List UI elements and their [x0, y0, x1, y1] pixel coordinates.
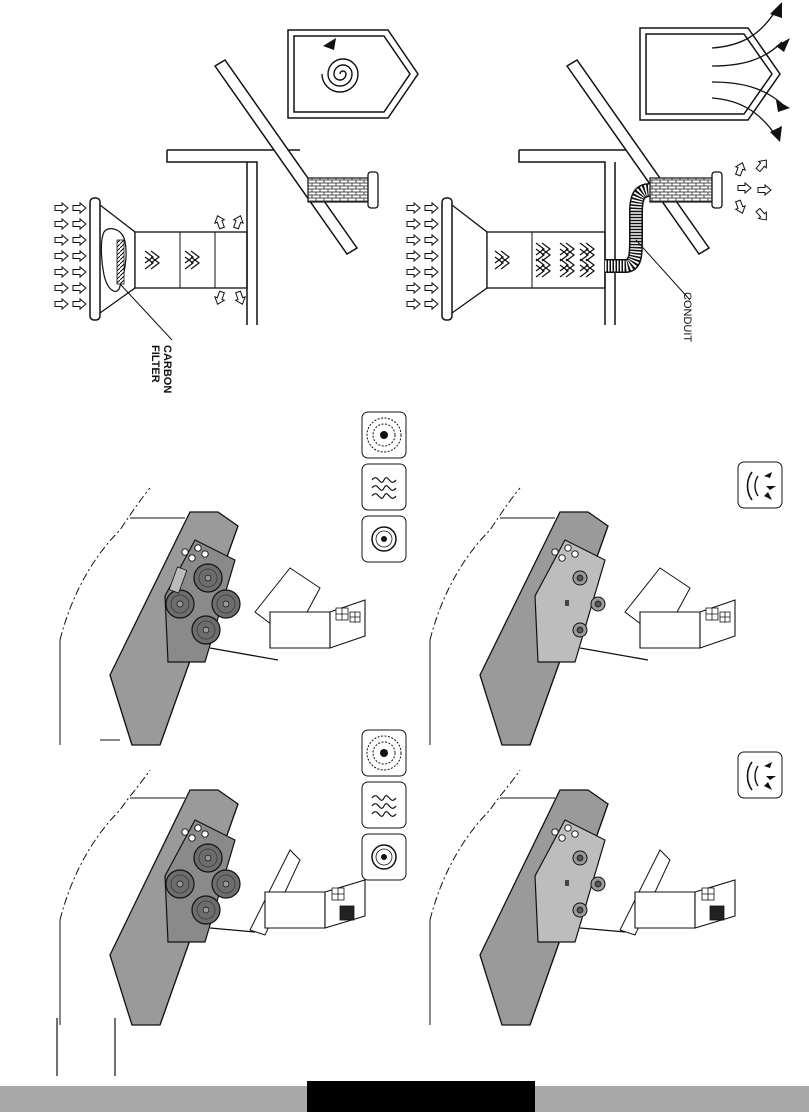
- wall-vent-duct: [650, 178, 714, 202]
- gas-burner-icon: [738, 752, 782, 798]
- electric-hob-icons-1: [362, 412, 406, 562]
- svg-text:CARBON: CARBON: [161, 345, 173, 393]
- hotplate-icon: [362, 516, 406, 562]
- extraction-mode-diagram: CONDUIT: [407, 2, 790, 342]
- wall-vent-duct: [308, 178, 370, 202]
- hotplate-icon: [362, 834, 406, 880]
- exhaust-airflow-arrows: [733, 157, 771, 223]
- hood-chimney: [135, 232, 247, 288]
- power-socket: [255, 568, 365, 648]
- power-socket: [620, 850, 735, 935]
- conduit-label: CONDUIT: [681, 292, 693, 342]
- heating-element-icon: [362, 782, 406, 828]
- footer-block: [307, 1081, 535, 1112]
- svg-text:CONDUIT: CONDUIT: [681, 292, 693, 342]
- fan-icon: [362, 730, 406, 776]
- filter-mode-diagram: CARBON FILTER: [55, 30, 418, 393]
- fan-icon: [362, 412, 406, 458]
- extraction-mode-icon: [640, 2, 790, 142]
- power-socket: [250, 850, 365, 935]
- electric-hob-icons-2: [362, 730, 406, 880]
- electric-hob-installation-1: [60, 488, 365, 745]
- power-socket: [625, 568, 735, 648]
- incoming-airflow-arrows: [55, 203, 86, 309]
- heating-element-icon: [362, 464, 406, 510]
- electric-hob-installation-2: [60, 770, 365, 1025]
- gas-hob-installation-1: [430, 488, 735, 745]
- gas-burner-icon: [738, 462, 782, 508]
- gas-hob-installation-2: [430, 770, 735, 1025]
- hood-canopy: [442, 198, 452, 320]
- svg-text:FILTER: FILTER: [149, 345, 161, 383]
- hood-canopy: [90, 198, 100, 320]
- carbon-filter-label: CARBON FILTER: [149, 345, 173, 393]
- recirculation-mode-icon: [288, 30, 418, 118]
- incoming-airflow-arrows: [407, 203, 438, 309]
